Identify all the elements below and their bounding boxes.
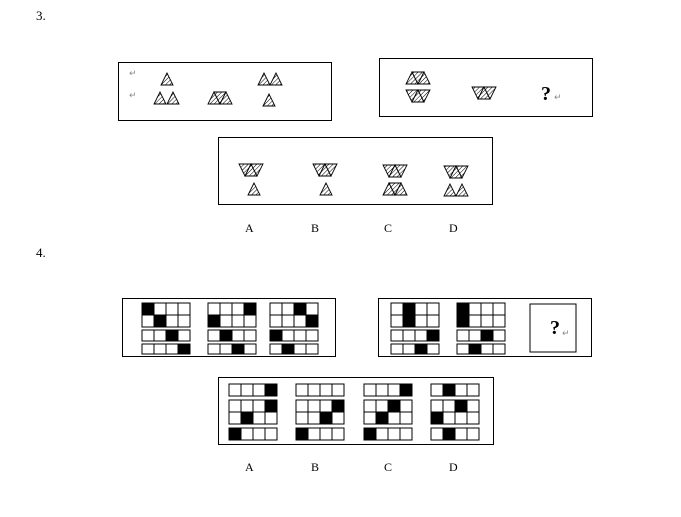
question-4-number: 4. bbox=[36, 245, 46, 260]
unknown-figure-mark: ? bbox=[541, 83, 551, 105]
hatched-triangle bbox=[455, 165, 469, 180]
hatched-triangle bbox=[269, 71, 283, 86]
q4-stem-box-1 bbox=[122, 298, 336, 357]
q3-stem-figures-2 bbox=[405, 70, 497, 104]
return-mark: ↵ bbox=[554, 93, 562, 103]
hatched-triangle bbox=[394, 181, 408, 196]
q4-stem-box-2: ? ↵ bbox=[378, 298, 592, 357]
q4-option-d-label[interactable]: D bbox=[449, 460, 458, 474]
q3-option-d-label[interactable]: D bbox=[449, 221, 458, 235]
q4-stem-grids-2 bbox=[390, 302, 577, 355]
q3-options-box bbox=[218, 137, 493, 205]
hatched-triangle bbox=[219, 90, 233, 105]
hatched-triangle bbox=[443, 182, 457, 197]
q4-option-c-label[interactable]: C bbox=[384, 460, 393, 474]
hatched-triangle bbox=[394, 164, 408, 179]
q4-stem-grids-1 bbox=[141, 302, 319, 355]
q3-option-figures bbox=[238, 162, 469, 197]
hatched-triangle bbox=[160, 71, 174, 86]
hatched-triangle bbox=[319, 181, 333, 196]
hatched-triangle bbox=[247, 181, 261, 196]
hatched-triangle bbox=[250, 163, 264, 178]
question-3-number: 3. bbox=[36, 8, 46, 23]
hatched-triangle bbox=[262, 92, 276, 107]
return-mark: ↵ bbox=[129, 91, 137, 101]
q3-stem-box-1: ↵ ↵ bbox=[118, 62, 332, 121]
hatched-triangle bbox=[153, 90, 167, 105]
hatched-triangle bbox=[257, 71, 271, 86]
q4-option-a-label[interactable]: A bbox=[245, 460, 254, 474]
return-mark: ↵ bbox=[562, 329, 570, 339]
q3-stem-box-2: ? ↵ bbox=[379, 58, 593, 117]
hatched-triangle bbox=[166, 90, 180, 105]
q3-option-b-label[interactable]: B bbox=[311, 221, 320, 235]
q4-options-box bbox=[218, 377, 494, 445]
q4-option-grids bbox=[228, 383, 480, 441]
q4-option-b-label[interactable]: B bbox=[311, 460, 320, 474]
q3-option-c-label[interactable]: C bbox=[384, 221, 393, 235]
hatched-triangle bbox=[417, 70, 431, 85]
unknown-figure-mark: ? bbox=[550, 317, 560, 339]
hatched-triangle bbox=[483, 86, 497, 101]
hatched-triangle bbox=[324, 163, 338, 178]
q3-stem-figures-1 bbox=[153, 71, 283, 107]
return-mark: ↵ bbox=[129, 69, 137, 79]
hatched-triangle bbox=[417, 89, 431, 104]
q3-option-a-label[interactable]: A bbox=[245, 221, 254, 235]
hatched-triangle bbox=[455, 182, 469, 197]
